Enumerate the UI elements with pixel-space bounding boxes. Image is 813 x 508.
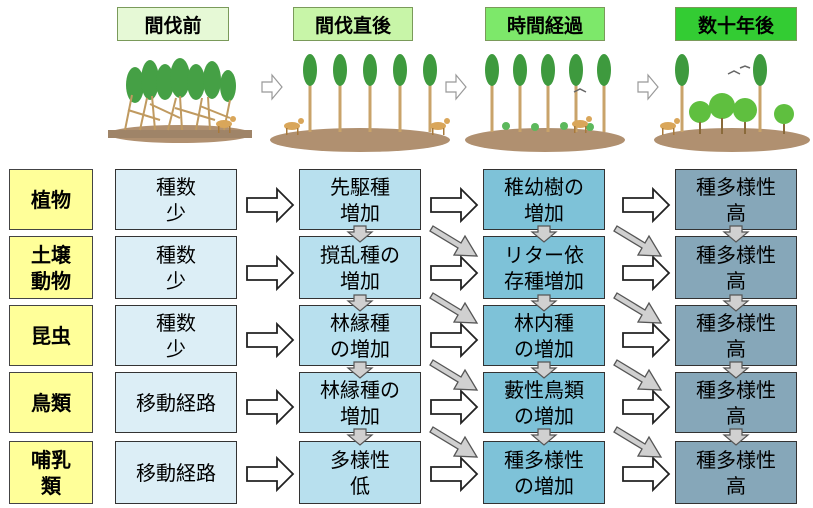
scene-arrow-1 <box>261 73 283 101</box>
cell-birds-time-elapsed: 藪性鳥類 の増加 <box>483 372 605 433</box>
category-birds: 鳥類 <box>9 372 93 433</box>
stage-label-time-elapsed: 時間経過 <box>485 7 605 41</box>
diagonal-arrows <box>429 225 663 458</box>
cell-birds-just-after: 林縁種の 増加 <box>299 372 421 433</box>
cell-birds-decades-later: 種多様性 高 <box>675 372 797 433</box>
illustration-time-elapsed <box>465 54 625 152</box>
h-arrow-r1-c2 <box>430 186 479 224</box>
horizontal-arrows <box>246 186 671 493</box>
cell-insects-decades-later: 種多様性 高 <box>675 305 797 366</box>
stage-label-decades-later: 数十年後 <box>675 7 797 41</box>
illustration-just-after-thinning <box>270 54 450 152</box>
illustration-decades-later <box>654 54 810 152</box>
cell-insects-just-after: 林縁種 の増加 <box>299 305 421 366</box>
h-arrow-r2-c1 <box>246 254 295 292</box>
d-arrow-r1-c2 <box>429 225 479 257</box>
d-arrow-r3-c2 <box>429 359 479 391</box>
cell-mammals-before: 移動経路 <box>115 441 237 504</box>
h-arrow-r5-c1 <box>246 455 295 493</box>
category-plants: 植物 <box>9 169 93 230</box>
cell-plants-before: 種数 少 <box>115 169 237 230</box>
h-arrow-r3-c3 <box>622 321 671 359</box>
category-mammals: 哺乳 類 <box>9 441 93 504</box>
illustration-before-thinning <box>108 58 252 143</box>
cell-insects-time-elapsed: 林内種 の増加 <box>483 305 605 366</box>
cell-soil-fauna-just-after: 撹乱種の 増加 <box>299 236 421 299</box>
scene-arrow-2 <box>445 73 467 101</box>
d-arrow-r2-c3 <box>613 292 663 324</box>
stage-label-just-after-thinning: 間伐直後 <box>293 7 413 41</box>
d-arrow-r3-c3 <box>613 359 663 391</box>
stage-label-before-thinning: 間伐前 <box>117 7 229 41</box>
d-arrow-r4-c2 <box>429 426 479 458</box>
d-arrow-r1-c3 <box>613 225 663 257</box>
h-arrow-r3-c2 <box>430 321 479 359</box>
h-arrow-r4-c2 <box>430 388 479 426</box>
cell-soil-fauna-before: 種数 少 <box>115 236 237 299</box>
h-arrow-r1-c1 <box>246 186 295 224</box>
scene-arrow-3 <box>637 73 659 101</box>
h-arrow-r1-c3 <box>622 186 671 224</box>
category-insects: 昆虫 <box>9 305 93 366</box>
h-arrow-r5-c3 <box>622 455 671 493</box>
d-arrow-r2-c2 <box>429 292 479 324</box>
cell-mammals-decades-later: 種多様性 高 <box>675 441 797 504</box>
cell-soil-fauna-decades-later: 種多様性 高 <box>675 236 797 299</box>
cell-soil-fauna-time-elapsed: リター依 存種増加 <box>483 236 605 299</box>
cell-plants-time-elapsed: 稚幼樹の 増加 <box>483 169 605 230</box>
h-arrow-r5-c2 <box>430 455 479 493</box>
h-arrow-r4-c1 <box>246 388 295 426</box>
h-arrow-r2-c3 <box>622 254 671 292</box>
cell-plants-just-after: 先駆種 増加 <box>299 169 421 230</box>
h-arrow-r3-c1 <box>246 321 295 359</box>
cell-mammals-time-elapsed: 種多様性 の増加 <box>483 441 605 504</box>
cell-mammals-just-after: 多様性 低 <box>299 441 421 504</box>
cell-plants-decades-later: 種多様性 高 <box>675 169 797 230</box>
h-arrow-r2-c2 <box>430 254 479 292</box>
d-arrow-r4-c3 <box>613 426 663 458</box>
cell-insects-before: 種数 少 <box>115 305 237 366</box>
cell-birds-before: 移動経路 <box>115 372 237 433</box>
category-soil-fauna: 土壌 動物 <box>9 236 93 299</box>
h-arrow-r4-c3 <box>622 388 671 426</box>
